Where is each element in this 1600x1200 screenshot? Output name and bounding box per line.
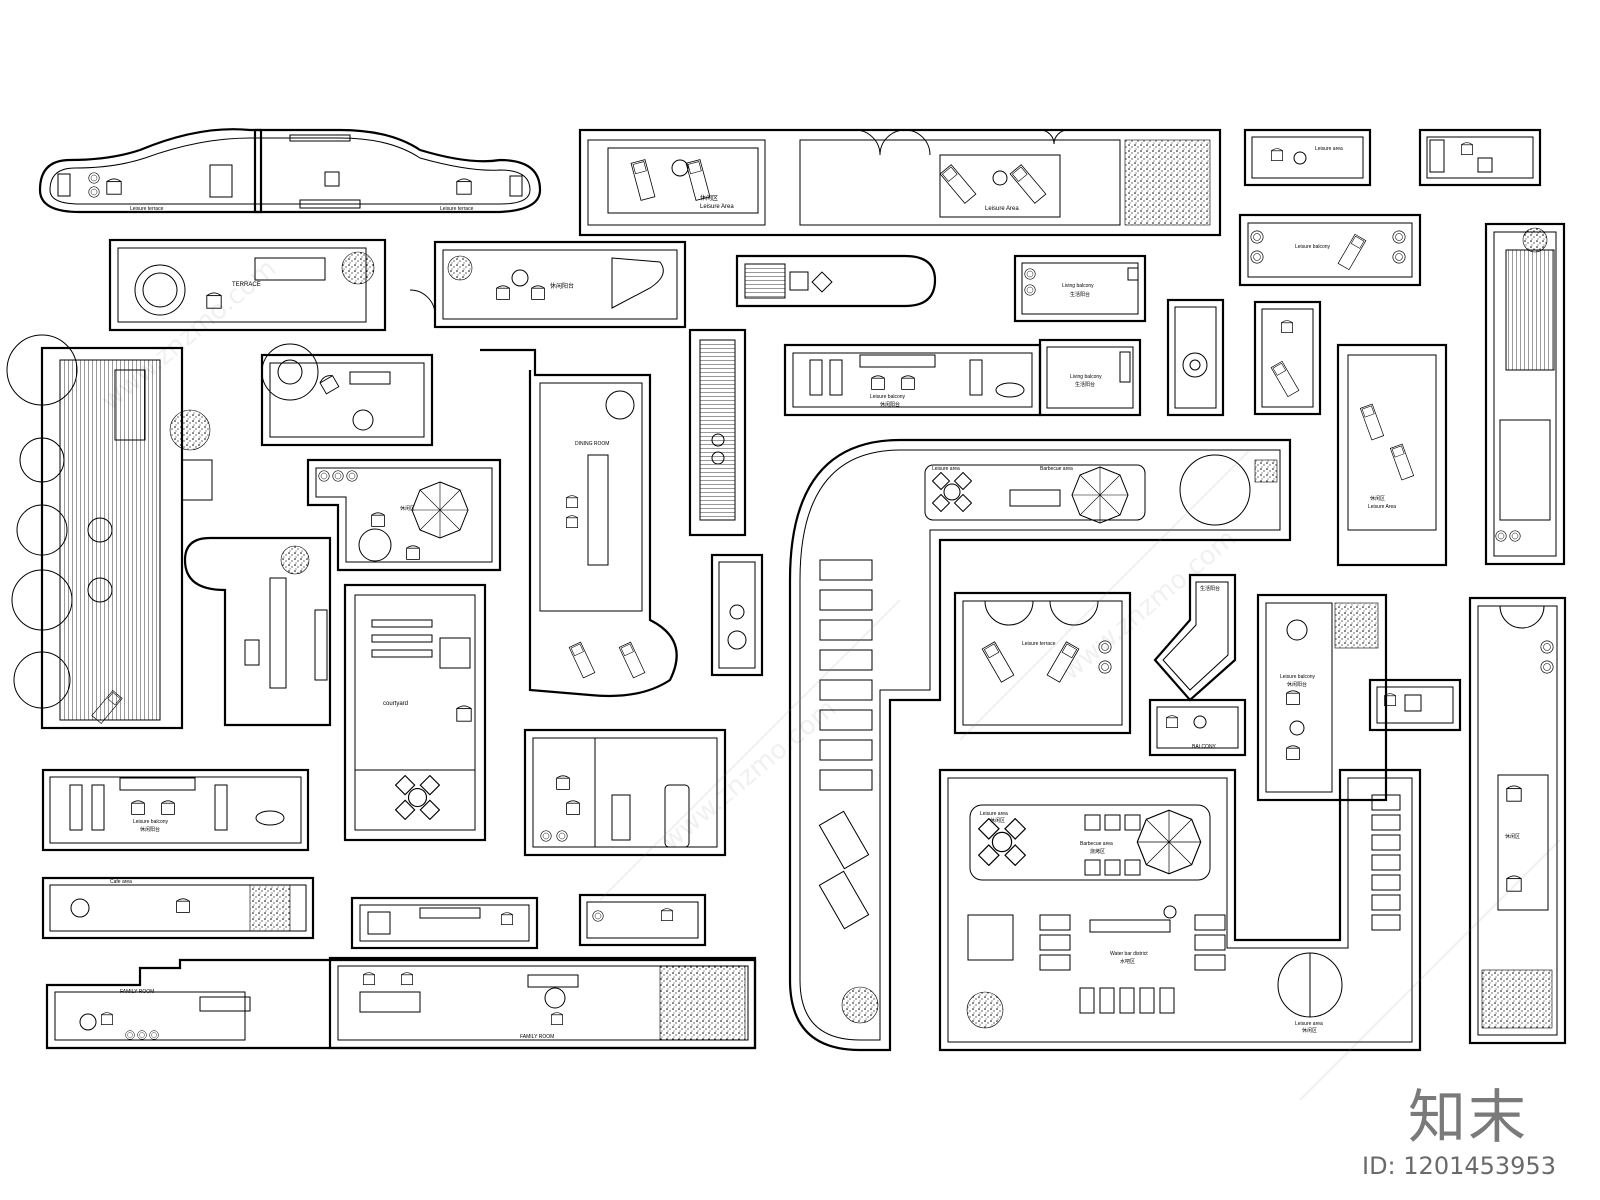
label-leisure-area-d: 休闲区 bbox=[1370, 495, 1385, 502]
label-leisure-balcony-cn-a: 休闲阳台 bbox=[550, 282, 574, 290]
plan-small-balcony-a: Leisure area bbox=[1243, 128, 1372, 187]
label-living-balcony-cn-a: 生活阳台 bbox=[1070, 291, 1090, 298]
plan-gym-room bbox=[523, 728, 727, 857]
plan-leisure-area-long: 休闲区 Leisure Area Leisure Area bbox=[578, 128, 1222, 237]
plan-living-balcony-b: Living balcony 生活阳台 bbox=[1038, 338, 1142, 417]
label-leisure-area-cn-b: 休闲区 bbox=[400, 505, 415, 512]
plan-family-room-a: FAMILY ROOM bbox=[45, 958, 757, 1050]
plan-terrace-round-lounge: TERRACE bbox=[108, 238, 387, 332]
plan-balcony-small: BALCONY bbox=[1148, 698, 1247, 757]
label-family-room-b: FAMILY ROOM bbox=[520, 1034, 554, 1040]
label-leisure-balcony-e: Leisure balcony bbox=[1295, 244, 1331, 250]
label-living-balcony-a: Living balcony bbox=[1062, 283, 1094, 289]
plan-leisure-area-vertical: 休闲区 Leisure Area bbox=[1336, 343, 1448, 567]
plan-small-lounger-room bbox=[1253, 300, 1322, 416]
label-living-balcony-cn-c: 生活阳台 bbox=[1200, 585, 1220, 592]
plan-dining-room: DINING ROOM bbox=[480, 348, 678, 698]
label-leisure-balcony-cn-b: 休闲阳台 bbox=[880, 401, 900, 408]
label-terrace-b: Leisure terrace bbox=[440, 206, 474, 212]
plan-narrow-deck-vertical bbox=[688, 328, 747, 537]
label-terrace-a: Leisure terrace bbox=[130, 206, 164, 212]
plan-small-balcony-b bbox=[1418, 128, 1542, 187]
plan-leisure-balcony-e: Leisure balcony bbox=[1238, 213, 1422, 287]
label-barbecue-area-a: Barbecue area bbox=[1040, 466, 1073, 472]
label-living-balcony-cn-b: 生活阳台 bbox=[1075, 381, 1095, 388]
plan-balcony-piano: 休闲阳台 bbox=[409, 240, 687, 329]
label-leisure-terrace: Leisure terrace bbox=[1022, 641, 1056, 647]
plan-barbecue-water-bar-compound: Leisure area 休闲区 Barbecue area 烧烤区 Water… bbox=[938, 768, 1422, 1052]
label-leisure-area-cn-d: 休闲区 bbox=[990, 817, 1005, 824]
watermark-faint-lines bbox=[599, 449, 1561, 1101]
plan-fountain-room bbox=[1166, 298, 1225, 417]
label-leisure-area-cn-a: 休闲区 bbox=[700, 194, 718, 202]
label-leisure-area-cn-e: 休闲区 bbox=[1302, 1027, 1317, 1034]
label-courtyard: courtyard bbox=[383, 701, 408, 707]
plan-leisure-area-octagon: 休闲区 bbox=[306, 458, 502, 572]
label-water-bar: Water bar district bbox=[1110, 951, 1148, 957]
label-leisure-area-cn-c: 休闲区 bbox=[1505, 833, 1520, 840]
plan-leisure-balcony-c: Leisure balcony 休闲阳台 bbox=[41, 768, 310, 852]
label-living-balcony-b: Living balcony bbox=[1070, 374, 1102, 380]
plan-leisure-balcony-a: Leisure balcony 休闲阳台 bbox=[783, 343, 1042, 417]
label-terrace: TERRACE bbox=[232, 282, 261, 288]
plan-living-balcony-a: Living balcony 生活阳台 bbox=[1013, 254, 1147, 323]
label-leisure-area-a: Leisure Area bbox=[700, 204, 734, 210]
label-leisure-balcony-cn-d: 休闲阳台 bbox=[140, 826, 160, 833]
label-leisure-area-h: Leisure area bbox=[1295, 1021, 1323, 1027]
plan-tall-right-column bbox=[1484, 222, 1566, 566]
plan-right-tall-leisure: 休闲区 bbox=[1468, 596, 1567, 1045]
plan-left-deck-garden bbox=[6, 334, 213, 730]
label-leisure-area-c: Leisure area bbox=[1315, 146, 1343, 152]
label-leisure-area-f: Leisure area bbox=[932, 466, 960, 472]
label-family-room-a: FAMILY ROOM bbox=[120, 989, 154, 995]
plan-leisure-terrace-doors: Leisure terrace bbox=[953, 591, 1132, 735]
label-leisure-area-b: Leisure Area bbox=[985, 206, 1019, 212]
plan-round-bath-room bbox=[260, 343, 434, 447]
plan-family-room-b: FAMILY ROOM bbox=[328, 956, 757, 1050]
label-balcony: BALCONY bbox=[1192, 744, 1217, 750]
label-leisure-balcony-a: Leisure balcony bbox=[870, 394, 906, 400]
image-id-label: ID: 1201453953 bbox=[1362, 1152, 1556, 1180]
label-dining-room: DINING ROOM bbox=[575, 441, 609, 447]
label-leisure-balcony-b: Leisure balcony bbox=[1280, 674, 1316, 680]
plan-small-balcony-d bbox=[578, 893, 707, 947]
plan-cafe-area: Cafe area bbox=[41, 876, 315, 940]
plan-deck-rounded bbox=[735, 254, 937, 308]
plan-leisure-balcony-b: Leisure balcony 休闲阳台 bbox=[1256, 593, 1388, 802]
plan-l-shaped-walkway: Leisure area Barbecue area bbox=[788, 438, 1292, 1052]
plan-curved-balcony: Leisure terrace Leisure terrace bbox=[38, 128, 542, 214]
label-leisure-balcony-cn-c: 休闲阳台 bbox=[1287, 681, 1307, 688]
plan-small-balcony-c bbox=[350, 896, 539, 950]
plan-courtyard: courtyard bbox=[343, 583, 487, 842]
label-barbecue-area-b: Barbecue area bbox=[1080, 841, 1113, 847]
plan-small-chair-room bbox=[1368, 678, 1462, 732]
plan-narrow-vase-room bbox=[710, 553, 764, 677]
label-leisure-balcony-c: Leisure balcony bbox=[133, 819, 169, 825]
brand-watermark: 知末 bbox=[1408, 1083, 1529, 1151]
label-leisure-area-g: Leisure area bbox=[980, 811, 1008, 817]
label-leisure-area-e: Leisure Area bbox=[1368, 504, 1396, 510]
label-barbecue-area-cn: 烧烤区 bbox=[1090, 848, 1105, 855]
label-water-bar-cn: 水吧区 bbox=[1120, 958, 1135, 965]
label-cafe-area: Cafe area bbox=[110, 879, 132, 885]
plan-trellis-balcony bbox=[183, 536, 332, 727]
